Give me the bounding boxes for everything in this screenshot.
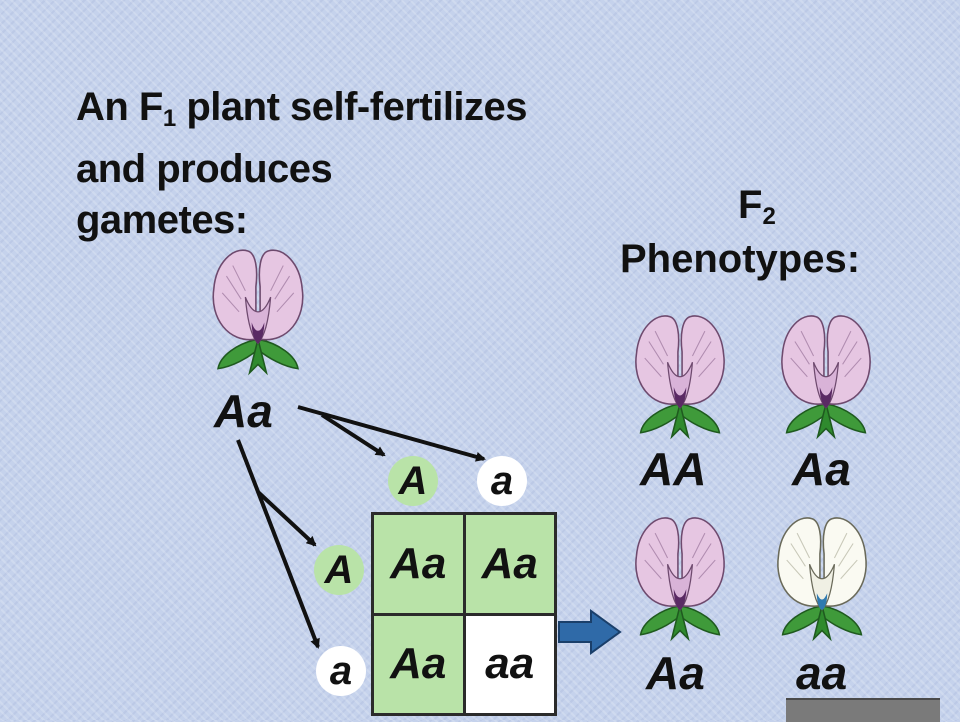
phenotypes-title: Phenotypes: — [620, 237, 861, 281]
heading-line-1: An F1 plant self-fertilizes — [76, 85, 528, 132]
f2-label: F2 — [738, 183, 776, 230]
flower-purple-icon — [635, 315, 725, 438]
heading-line-2: and produces — [76, 147, 333, 191]
heading-line-3: gametes: — [76, 198, 248, 242]
diagram-heading: An F1 plant self-fertilizes and produces… — [76, 82, 528, 246]
phenotype-genotype-label: Aa — [792, 443, 851, 495]
punnett-cell: Aa — [374, 615, 463, 713]
flower-purple-icon — [781, 315, 871, 438]
parent-genotype-label: Aa — [214, 385, 273, 437]
gamete-top-recessive: a — [477, 456, 527, 506]
gamete-top-dominant: A — [388, 456, 438, 506]
punnett-cell: Aa — [374, 515, 463, 613]
punnett-cell: aa — [465, 615, 554, 713]
phenotype-genotype-label: AA — [640, 443, 707, 495]
blue-arrow-icon — [558, 609, 622, 655]
gamete-left-dominant: A — [314, 545, 364, 595]
punnett-square: Aa Aa Aa aa — [371, 512, 557, 716]
flower-purple-icon — [635, 517, 725, 640]
flower-white-icon — [777, 517, 867, 640]
corner-bar — [786, 698, 940, 722]
phenotype-genotype-label: Aa — [646, 647, 705, 699]
gamete-left-recessive: a — [316, 646, 366, 696]
arrow-to-top-A — [320, 413, 386, 457]
arrow-to-top-a — [297, 405, 486, 462]
arrow-to-left-a — [236, 439, 320, 649]
phenotype-genotype-label: aa — [796, 647, 848, 699]
arrow-to-left-A — [256, 490, 317, 547]
punnett-cell: Aa — [465, 515, 554, 613]
